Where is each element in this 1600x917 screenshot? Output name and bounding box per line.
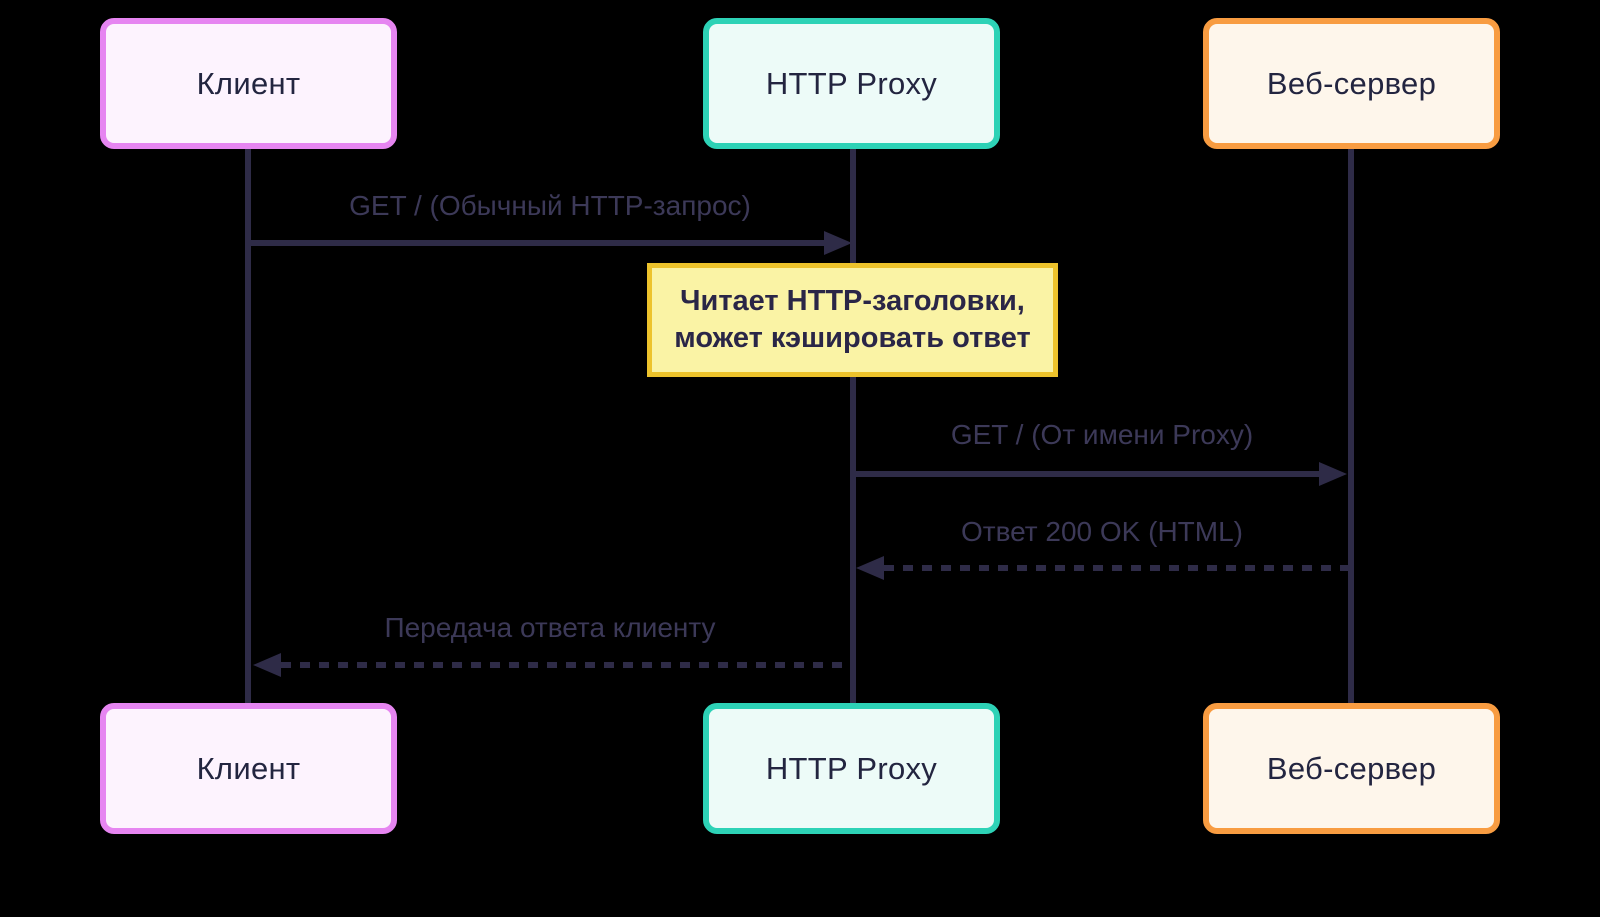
message-1-label: GET / (Обычный HTTP-запрос) [349,190,751,221]
message-2-line [853,471,1319,477]
actor-server-label: Веб-сервер [1266,750,1437,786]
actor-client-top: Клиент [100,18,397,149]
note-text-line-2: может кэшировать ответ [674,322,1031,354]
actor-proxy-label: HTTP Proxy [765,750,938,786]
actor-server-label: Веб-сервер [1266,65,1437,101]
actor-server-bottom: Веб-сервер [1203,703,1500,834]
note-text-line-1: Читает HTTP-заголовки, [680,285,1025,317]
lifeline-proxy [850,149,856,703]
lifeline-server [1348,149,1354,703]
message-3-label: Ответ 200 OK (HTML) [960,516,1243,547]
actor-client-bottom: Клиент [100,703,397,834]
actor-proxy-label: HTTP Proxy [765,65,938,101]
lifeline-client [245,149,251,703]
note-proxy-caching: Читает HTTP-заголовки, может кэшировать … [647,263,1058,377]
actor-proxy-bottom: HTTP Proxy [703,703,1000,834]
actor-server-top: Веб-сервер [1203,18,1500,149]
message-1-line [248,240,825,246]
actor-proxy-top: HTTP Proxy [703,18,1000,149]
actor-client-label: Клиент [196,750,301,786]
message-3-arrowhead-left-icon [856,556,884,580]
message-4-line [281,662,851,668]
actor-client-label: Клиент [196,65,301,101]
message-2-label: GET / (От имени Proxy) [950,419,1254,450]
message-3-line [884,565,1350,571]
message-4-label: Передача ответа клиенту [384,612,716,643]
message-4-arrowhead-left-icon [253,653,281,677]
message-1-arrowhead-right-icon [824,231,852,255]
message-2-arrowhead-right-icon [1319,462,1347,486]
